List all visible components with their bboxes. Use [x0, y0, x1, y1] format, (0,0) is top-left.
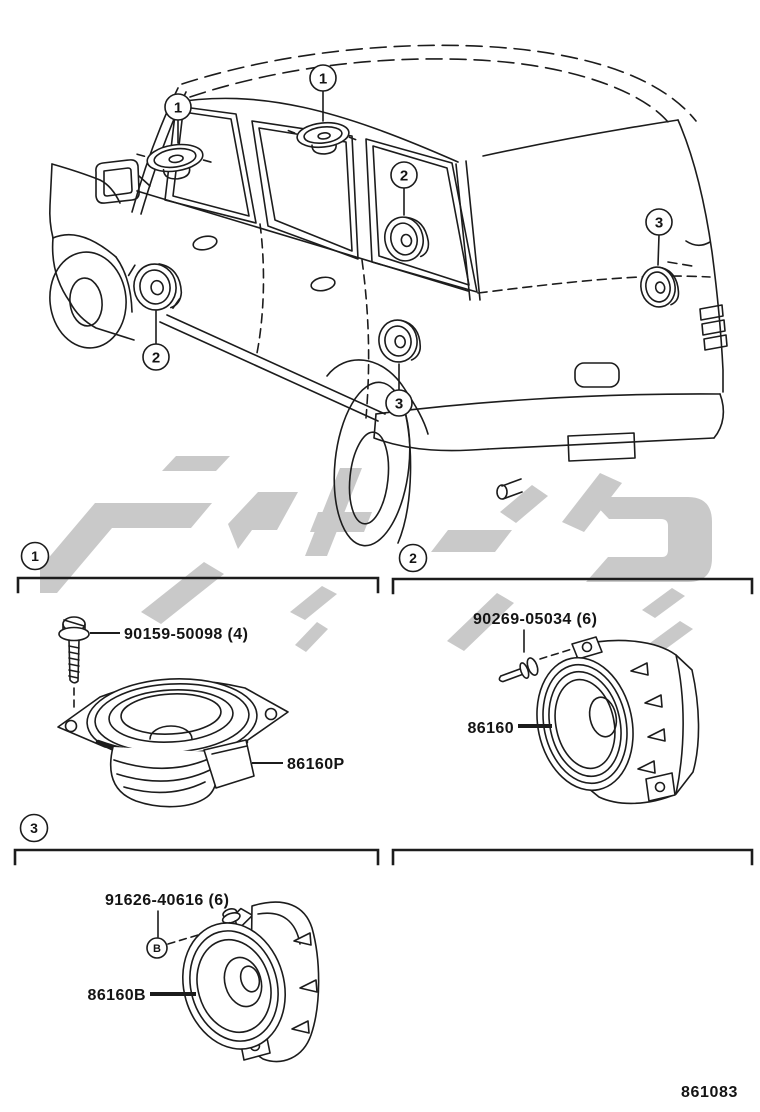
rivet-icon [498, 657, 539, 683]
callout-1b-label: 1 [319, 71, 327, 88]
side-body [136, 97, 469, 422]
rivet-dashed-line [539, 648, 573, 660]
callout-3a-label: 3 [655, 215, 663, 232]
roof-lines [181, 44, 697, 123]
section-3-bracket [13, 848, 380, 866]
part-label-90159-50098: 90159-50098 (4) [124, 626, 248, 643]
round-speaker-86160 [536, 636, 700, 805]
callout-2a-label: 2 [400, 168, 408, 185]
callout-1-rear-door: 1 [309, 64, 337, 122]
round-speaker-86160B [182, 901, 320, 1063]
speaker-rear-door-lower [384, 216, 430, 262]
section-2: 2 90269-05034 (6) 86160 [391, 543, 754, 805]
section-2-bracket [391, 577, 754, 595]
speaker-terminal [203, 739, 255, 789]
oval-speaker-86160P [57, 678, 289, 808]
part-label-86160B: 86160B [88, 987, 146, 1004]
exhaust-tip [496, 478, 523, 500]
section-3-number: 3 [30, 820, 38, 836]
section-2-badge [398, 543, 428, 573]
figure-number: 861083 [681, 1084, 738, 1101]
callout-2-rear-door: 2 [390, 161, 418, 216]
speaker-rear-quarter-lower [378, 319, 422, 363]
fastener-key-letter: B [153, 943, 161, 955]
section-1-bracket [16, 576, 380, 594]
section-2-number: 2 [409, 550, 417, 566]
callout-3-quarter-upper: 3 [645, 208, 673, 266]
section-3-badge [19, 813, 49, 843]
callout-3-quarter-lower: 3 [385, 363, 413, 417]
screw-icon [58, 616, 90, 684]
callout-1-front-door: 1 [164, 93, 192, 144]
rear-body [373, 119, 728, 500]
section-1-number: 1 [31, 548, 39, 564]
speaker-front-door-upper [136, 143, 212, 180]
watermark-logo [40, 456, 712, 652]
part-label-86160: 86160 [468, 720, 515, 737]
callout-2-front-door: 2 [142, 310, 170, 371]
fastener-key-circle [146, 937, 168, 959]
section-1-badge [20, 541, 50, 571]
speaker-rear-door-upper [287, 121, 357, 155]
callout-3b-label: 3 [395, 396, 403, 413]
bumper-step [567, 432, 636, 462]
license-garnish [574, 362, 620, 388]
callout-1a-label: 1 [174, 100, 182, 117]
callout-2b-label: 2 [152, 350, 160, 367]
vehicle-illustration: 1 1 2 2 3 3 [49, 44, 728, 547]
part-label-86160P: 86160P [287, 756, 345, 773]
section-3: 3 91626-40616 (6) B 861 [13, 813, 754, 1063]
section-1: 1 90159-50098 (4) 86160P [16, 541, 380, 808]
speaker-front-door-lower [127, 263, 183, 311]
empty-right-bracket [391, 848, 754, 866]
speaker-rear-quarter-upper [640, 266, 680, 308]
part-label-91626-40616: 91626-40616 (6) [105, 892, 229, 909]
part-label-90269-05034: 90269-05034 (6) [473, 611, 597, 628]
front-wheel [49, 251, 127, 349]
